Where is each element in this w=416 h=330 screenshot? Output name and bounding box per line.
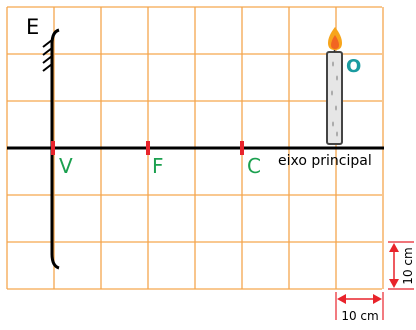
vertical-scale — [388, 241, 414, 290]
vertical-scale-label: 10 cm — [401, 247, 415, 284]
object-label: O — [346, 56, 361, 77]
horizontal-scale-label: 10 cm — [341, 309, 378, 323]
axis-label: eixo principal — [278, 153, 372, 169]
mirror-label: E — [26, 15, 39, 39]
candle — [326, 48, 343, 145]
point-label-f: F — [152, 154, 164, 178]
point-label-c: C — [247, 154, 261, 178]
horizontal-scale — [335, 292, 384, 320]
axis-ticks — [51, 141, 244, 155]
point-label-v: V — [59, 154, 73, 178]
flame-icon — [328, 27, 342, 50]
